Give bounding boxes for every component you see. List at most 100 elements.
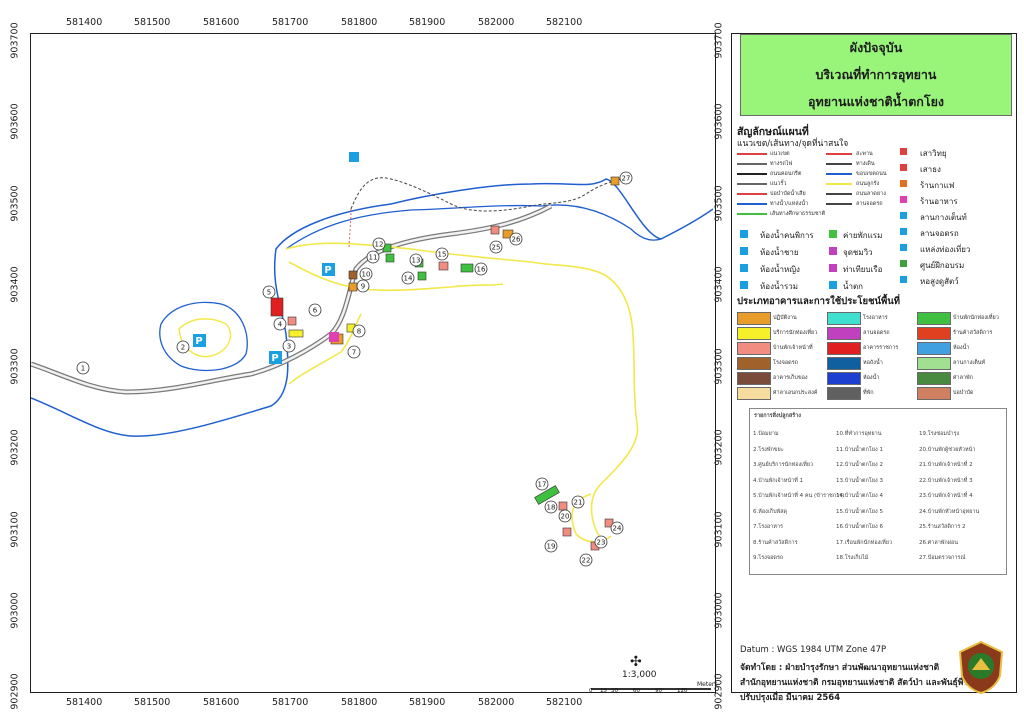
map-label-number: 5 <box>267 289 271 297</box>
land-use-swatch <box>917 372 951 385</box>
map-label-marker[interactable] <box>409 253 423 267</box>
map-label-marker[interactable] <box>489 240 503 254</box>
map-label-marker[interactable] <box>76 361 90 375</box>
x-tick-top: 581400 <box>66 17 103 28</box>
legend-symbol-label: เสาธง <box>920 165 941 174</box>
land-use-swatch <box>917 357 951 370</box>
x-tick-top: 581900 <box>409 17 446 28</box>
agency-text: สำนักอุทยานแห่งชาติ กรมอุทยานแห่งชาติ สั… <box>740 678 970 688</box>
land-use-swatch <box>737 312 771 325</box>
map-label-number: 24 <box>613 525 622 533</box>
legend-right-icon <box>900 148 907 155</box>
legend-symbol-label: ร้านกาแฟ <box>920 181 955 190</box>
map-label-marker[interactable] <box>282 339 296 353</box>
map-label-marker[interactable] <box>535 477 549 491</box>
map-label-number: 11 <box>369 254 378 262</box>
map-label-marker[interactable] <box>558 509 572 523</box>
building-11 <box>385 253 395 263</box>
legend-line-label: เส้นทางศึกษาธรรมชาติ <box>770 211 826 217</box>
legend-symbol-label: ห้องน้ำชาย <box>760 248 799 257</box>
map-label-marker[interactable] <box>366 250 380 264</box>
restroom-icon <box>740 247 748 255</box>
building-list-item: 21.บ้านพักเจ้าหน้าที่ 2 <box>919 462 973 468</box>
y-tick-left: 902900 <box>9 673 21 710</box>
y-tick-right: 903700 <box>713 22 725 59</box>
map-label-number: 13 <box>412 257 421 265</box>
map-label-marker[interactable] <box>176 340 190 354</box>
legend-line-swatch <box>737 173 767 175</box>
land-use-swatch <box>827 327 861 340</box>
map-label-marker[interactable] <box>359 267 373 281</box>
legend-symbol-label: ร้านอาหาร <box>920 197 958 206</box>
land-use-label: ปฏิบัติงาน <box>773 315 797 321</box>
land-use-swatch <box>917 342 951 355</box>
map-label-marker[interactable] <box>308 303 322 317</box>
legend-right-icon <box>900 276 907 283</box>
map-label-number: 18 <box>547 504 556 512</box>
land-use-label: ห้องน้ำ <box>953 345 970 351</box>
land-use-label: ร้านค้าสวัสดิการ <box>953 330 993 336</box>
map-label-marker[interactable] <box>579 553 593 567</box>
legend-line-label: ขอบเขตถนน <box>856 171 887 177</box>
legend-line-label: ลานจอดรถ <box>856 201 883 207</box>
building-list-item: 4.บ้านพักเจ้าหน้าที่ 1 <box>753 477 804 484</box>
map-label-marker[interactable] <box>273 317 287 331</box>
map-label-marker[interactable] <box>571 495 585 509</box>
land-use-label: โรงอาหาร <box>863 315 888 321</box>
legend-symbol-label: ค่ายพักแรม <box>843 231 883 240</box>
building-list-item: 20.บ้านพักผู้ช่วยหัวหน้า <box>919 446 976 453</box>
legend-line-label: ทางเดิน <box>856 161 875 167</box>
legend-line-swatch <box>737 163 767 165</box>
land-use-swatch <box>827 312 861 325</box>
x-tick-bottom: 581700 <box>272 697 309 708</box>
tower-icon <box>349 152 359 162</box>
map-label-number: 9 <box>361 283 365 291</box>
map-label-marker[interactable] <box>474 262 488 276</box>
legend-symbol-label: ห้องน้ำคนพิการ <box>760 231 814 240</box>
legend-symbol-label: แหล่งท่องเที่ยว <box>920 245 971 254</box>
legend-symbol-label: น้ำตก <box>843 282 863 291</box>
map-label-marker[interactable] <box>594 535 608 549</box>
land-use-label: ห้องน้ำ <box>863 375 880 381</box>
map-label-marker[interactable] <box>262 285 276 299</box>
legend-mid-icon <box>829 264 837 272</box>
legend-line-swatch <box>737 203 767 205</box>
map-label-number: 3 <box>287 343 291 351</box>
legend-mid-icon <box>829 230 837 238</box>
legend-line-swatch <box>826 173 852 175</box>
building-list-item: 13.บ้านน้ำตกโยง 3 <box>836 477 883 484</box>
map-label-number: 21 <box>574 499 583 507</box>
building-9 <box>348 282 358 292</box>
land-use-label: บ้านพักเจ้าหน้าที่ <box>773 345 813 351</box>
land-use-label: โรงจอดรถ <box>773 360 798 366</box>
y-tick-right: 902900 <box>713 673 725 710</box>
scale-tick-label: 15 <box>600 688 607 694</box>
building-list-item: 1.ป้อมยาม <box>753 431 779 437</box>
map-label-marker[interactable] <box>356 279 370 293</box>
legend-symbol-label: เสาวิทยุ <box>920 149 947 158</box>
building-27 <box>610 176 620 186</box>
map-label-marker[interactable] <box>347 345 361 359</box>
legend-right-icon <box>900 260 907 267</box>
parking-icon <box>322 263 335 276</box>
land-use-label: บ่อบำบัด <box>953 390 974 396</box>
map-label-marker[interactable] <box>544 500 558 514</box>
map-label-marker[interactable] <box>435 247 449 261</box>
map-label-marker[interactable] <box>544 539 558 553</box>
svg-text:P: P <box>271 353 278 364</box>
legend-line-label: ทางรถไฟ <box>770 161 793 167</box>
scale-tick-label: 120 <box>677 688 688 694</box>
map-label-marker[interactable] <box>352 324 366 338</box>
map-label-marker[interactable] <box>610 521 624 535</box>
title-line-3: อุทยานแห่งชาติน้ำตกโยง <box>807 94 945 109</box>
building-list-item: 6.ห้องเก็บพัสดุ <box>753 508 788 515</box>
map-label-marker[interactable] <box>401 271 415 285</box>
map-label-marker[interactable] <box>509 232 523 246</box>
building-list-item: 9.โรงจอดรถ <box>753 555 784 561</box>
title-line-2: บริเวณที่ทำการอุทยาน <box>815 67 937 82</box>
legend-right-icon <box>900 180 907 187</box>
map-label-marker[interactable] <box>372 237 386 251</box>
legend-line-swatch <box>737 153 767 155</box>
map-label-number: 1 <box>81 365 85 373</box>
map-label-marker[interactable] <box>619 171 633 185</box>
